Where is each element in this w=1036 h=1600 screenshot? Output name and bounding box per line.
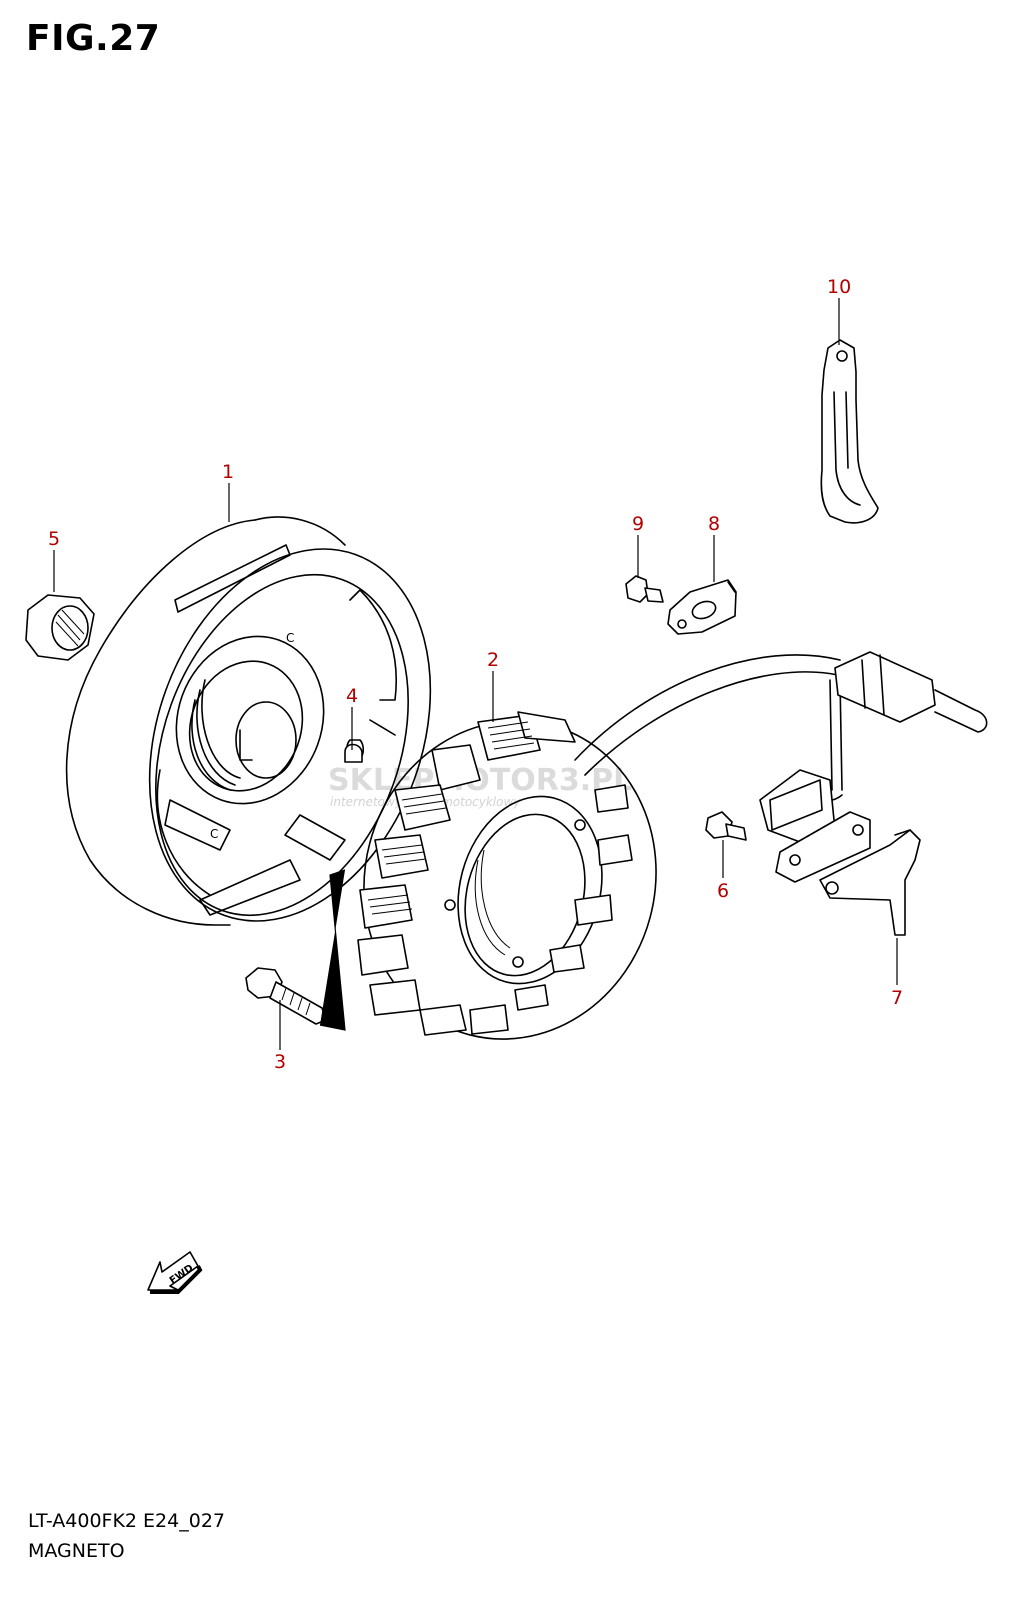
figure-title: FIG.27: [26, 18, 161, 59]
part-7-pickup-bracket[interactable]: [759, 769, 921, 936]
callout-10[interactable]: 10: [827, 276, 851, 298]
model-code: LT-A400FK2 E24_027: [28, 1510, 225, 1532]
part-5-nut[interactable]: [25, 594, 95, 661]
fwd-arrow-icon: FWD: [147, 1251, 203, 1294]
stator-coils: [357, 711, 633, 1036]
callout-5[interactable]: 5: [48, 528, 60, 550]
svg-text:C: C: [286, 631, 294, 645]
part-10-band[interactable]: [820, 339, 879, 524]
callout-2[interactable]: 2: [487, 649, 499, 671]
part-2-stator[interactable]: [329, 688, 692, 1072]
callout-4[interactable]: 4: [346, 685, 358, 707]
callout-8[interactable]: 8: [708, 513, 720, 535]
part-9-screw[interactable]: [625, 575, 664, 603]
callout-9[interactable]: 9: [632, 513, 644, 535]
section-name: MAGNETO: [28, 1540, 125, 1562]
callout-1[interactable]: 1: [222, 461, 234, 483]
callouts: 1 2 3 4 5 6 7 8 9 10: [48, 276, 903, 1073]
part-1-rotor[interactable]: C C: [65, 509, 480, 960]
callout-7[interactable]: 7: [891, 987, 903, 1009]
watermark: SKLEPMOTOR3.PL internetowy sklep motocyk…: [328, 763, 632, 809]
callout-6[interactable]: 6: [717, 880, 729, 902]
part-8-clamp[interactable]: [667, 579, 737, 635]
callout-3[interactable]: 3: [274, 1051, 286, 1073]
part-3-bolt[interactable]: [245, 967, 327, 1025]
part-4-key[interactable]: [344, 743, 363, 763]
wire-connector[interactable]: [834, 651, 988, 733]
callout-leaders: [53, 298, 898, 1050]
part-6-bolt[interactable]: [705, 811, 747, 841]
svg-text:C: C: [210, 827, 218, 841]
